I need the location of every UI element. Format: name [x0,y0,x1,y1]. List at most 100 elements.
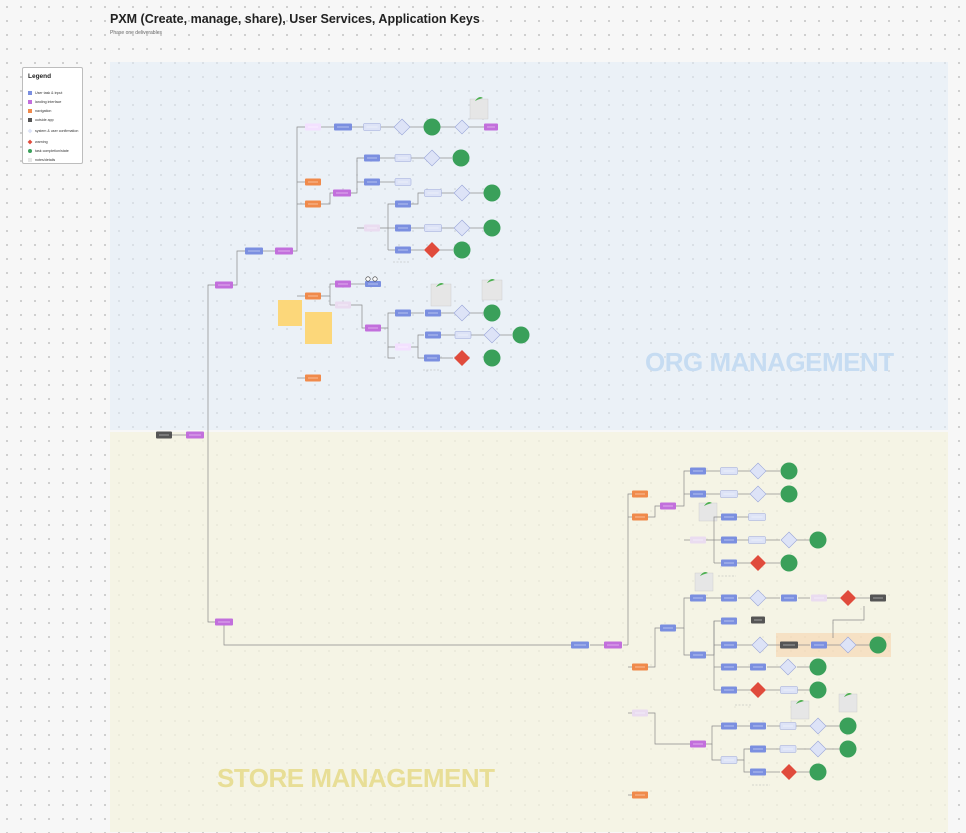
flow-box-text-line [427,227,439,229]
legend-item: outside app [28,115,82,124]
warning-diamond [454,350,470,366]
connector-line [223,622,580,646]
connector-line [387,328,395,348]
flow-box-text-line [336,192,348,194]
legend-item: landing interface [28,97,82,106]
legend-swatch [28,99,32,104]
flow-box-text-line [218,284,230,286]
legend-label: notes/details [35,157,56,162]
connector-line [648,712,690,745]
flow-box-text-line [308,377,318,379]
warning-diamond [840,590,856,606]
task-complete-circle [423,118,441,136]
task-complete-circle [839,740,857,758]
task-complete-circle [483,349,501,367]
flow-box-text-line [248,250,260,252]
note-card [838,693,858,713]
legend-item: task completion/state [28,146,82,155]
warning-diamond [750,682,766,698]
flow-box-text-line [398,346,408,348]
flow-box-text-line [751,539,763,541]
flow-box-text-line [723,470,735,472]
flow-box-text-line [338,283,348,285]
task-complete-circle [809,531,827,549]
confirm-diamond [839,636,857,654]
flow-box-text-line [398,249,408,251]
connector-line [683,628,690,656]
legend-label: warning [35,139,48,144]
connector-line [293,126,305,252]
flow-box-text-line [368,283,378,285]
confirm-diamond [423,149,441,167]
connector-line [417,347,424,359]
eye-icon [372,276,378,282]
flow-box-text-line [784,597,794,599]
connector-line [676,597,690,629]
task-complete-circle [809,763,827,781]
connector-line [648,627,660,668]
flow-box-text-line [308,181,318,183]
flow-box-text-line [724,689,734,691]
legend-label: User task & input [35,90,63,95]
task-complete-circle [452,149,470,167]
flow-box-text-line [783,689,795,691]
legend-label: landing interface [35,99,62,104]
board-subtitle: Phase one deliverables [110,30,162,36]
flow-box-text-line [724,620,734,622]
connector-line [321,283,335,297]
warning-diamond [781,764,797,780]
flow-box-text-line [366,126,378,128]
legend-item: navigation [28,106,82,115]
flow-box-text-line [278,250,290,252]
leaf-icon [436,283,444,287]
task-complete-circle [780,462,798,480]
task-complete-circle [483,184,501,202]
flow-box-text-line [724,759,734,761]
task-complete-circle [483,304,501,322]
note-card [430,283,452,307]
flow-box-text-line [693,597,703,599]
flow-box-text-line [873,597,883,599]
flow-box-text-line [367,157,377,159]
legend-list: User task & input landing interface navi… [27,88,82,164]
task-complete-circle [453,241,471,259]
confirm-diamond [453,304,471,322]
flow-box-text-line [753,666,763,668]
connector-line [411,334,424,348]
confirm-diamond [749,485,767,503]
note-card [694,572,714,592]
confirm-diamond [809,717,827,735]
legend-swatch [28,108,32,113]
legend-item: warning [27,137,82,146]
board-title: PXM (Create, manage, share), User Servic… [110,12,480,26]
connector-line [676,470,690,507]
leaf-icon [700,572,708,576]
confirm-diamond [779,658,797,676]
flow-box-text-line [724,725,734,727]
flow-box-text-line [663,505,673,507]
confirm-diamond [393,118,411,136]
eye-icon [365,276,371,282]
flow-box-text-line [724,666,734,668]
connector-line [351,157,364,194]
confirm-diamond [454,119,470,135]
flow-box-text-line [635,666,645,668]
legend-title: Legend [28,73,52,80]
task-complete-circle [483,219,501,237]
legend-label: outside app [35,117,54,122]
flow-box-text-line [427,357,437,359]
connector-line [207,284,224,435]
sticky-note [278,300,302,326]
confirm-diamond [453,219,471,237]
connector-line [711,744,721,761]
note-card [790,700,810,720]
flow-box-text-line [693,654,703,656]
task-complete-circle [809,658,827,676]
flow-box-text-line [159,434,169,436]
flow-box-text-line [367,227,377,229]
connector-line [706,620,721,656]
flow-box-text-line [428,334,438,336]
leaf-icon [844,693,852,697]
flow-box-text-line [398,312,408,314]
connector-line [737,748,750,761]
